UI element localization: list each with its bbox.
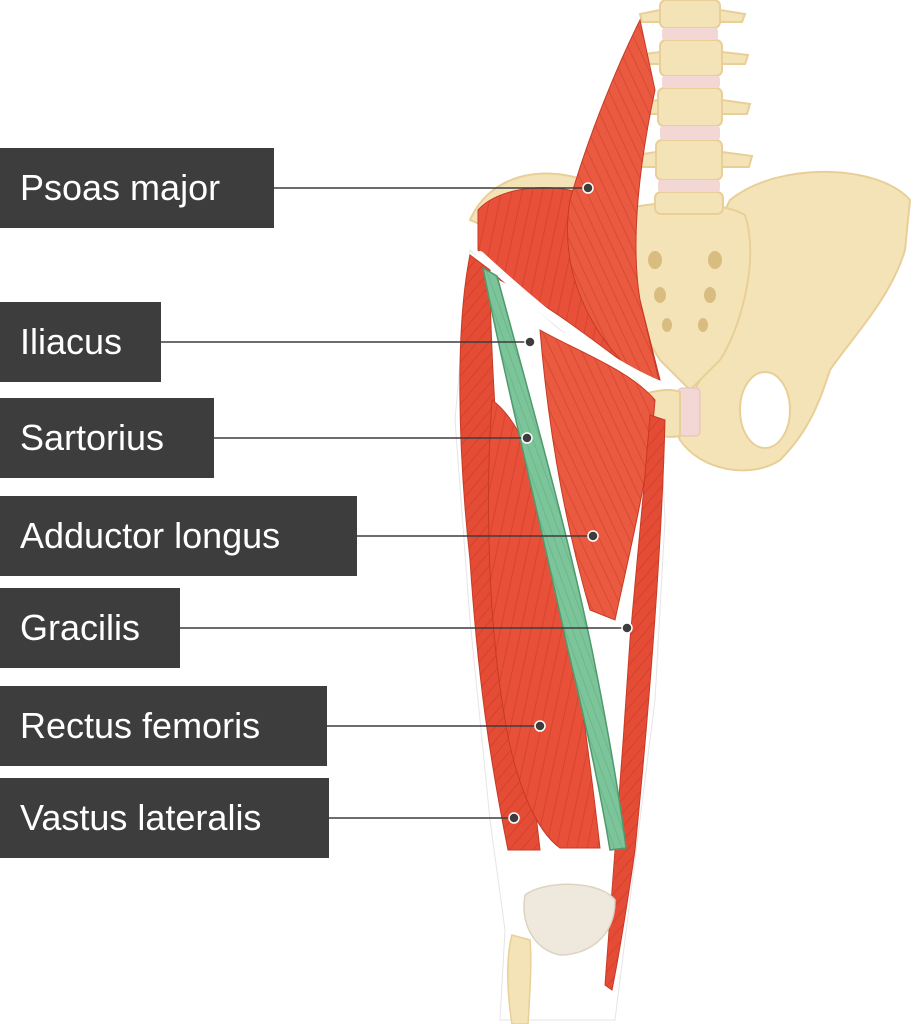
label-vastus-lateralis: Vastus lateralis: [0, 778, 329, 858]
label-gracilis: Gracilis: [0, 588, 180, 668]
label-adductor-longus: Adductor longus: [0, 496, 357, 576]
pointer-dot-psoas-major: [582, 182, 594, 194]
label-rectus-femoris: Rectus femoris: [0, 686, 327, 766]
label-psoas-major: Psoas major: [0, 148, 274, 228]
leader-lines: [161, 187, 627, 819]
pointer-dots: [508, 182, 633, 824]
pointer-dot-gracilis: [621, 622, 633, 634]
pointer-dot-vastus-lateralis: [508, 812, 520, 824]
pubic-symphysis: [677, 387, 701, 437]
patella: [523, 883, 616, 956]
pointer-dot-adductor-longus: [587, 530, 599, 542]
fibula-head: [507, 934, 532, 1024]
pointer-dot-sartorius: [521, 432, 533, 444]
adductor-longus-muscle: [539, 329, 656, 621]
pointer-dot-rectus-femoris: [534, 720, 546, 732]
label-sartorius: Sartorius: [0, 398, 214, 478]
pointer-dot-iliacus: [524, 336, 536, 348]
psoas-major-muscle: [567, 18, 661, 386]
label-iliacus: Iliacus: [0, 302, 161, 382]
inguinal-ligament: [476, 251, 664, 389]
sartorius-muscle: [481, 266, 627, 851]
obturator-foramen: [739, 371, 791, 449]
